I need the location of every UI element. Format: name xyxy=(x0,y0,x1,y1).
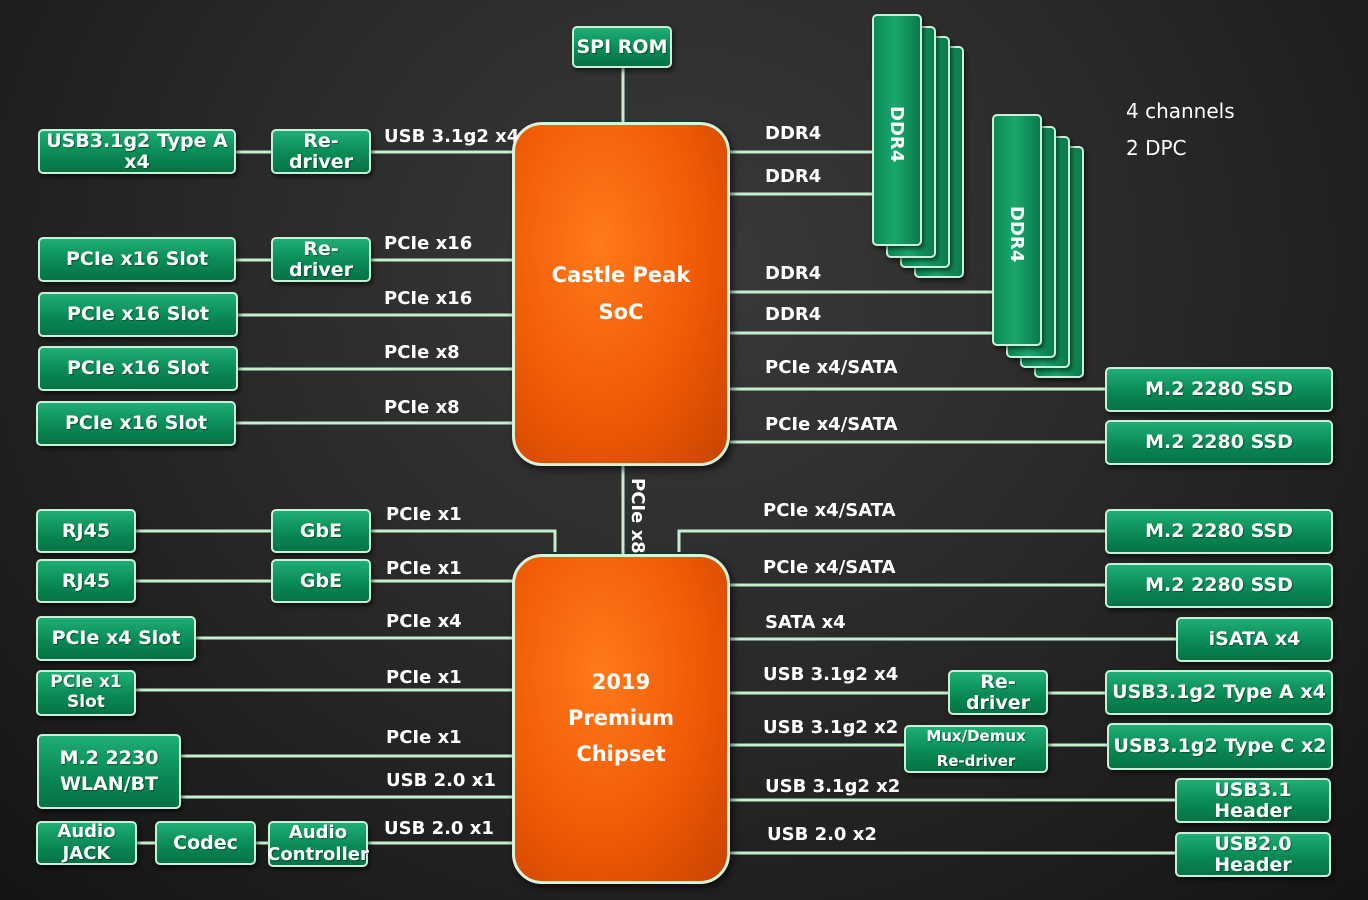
pcie-x16-slot-box: PCIe x16 Slot xyxy=(38,292,238,337)
pcie-x16-slot-box: PCIe x16 Slot xyxy=(36,401,236,446)
castle-peak-soc: Castle Peak SoC xyxy=(512,122,730,466)
usb-type-a-box: USB3.1g2 Type A x4 xyxy=(1105,670,1333,715)
link-label: PCIe x16 xyxy=(384,288,473,309)
ddr-link-label: DDR4 xyxy=(765,304,822,325)
link-label: USB 3.1g2 x4 xyxy=(384,126,520,147)
redriver-box: Re-driver xyxy=(271,129,371,174)
pcie-x16-slot-box: PCIe x16 Slot xyxy=(38,237,236,282)
ddr-link-label: DDR4 xyxy=(765,123,822,144)
m2-ssd-box: M.2 2280 SSD xyxy=(1105,420,1333,465)
isata-box: iSATA x4 xyxy=(1176,617,1333,662)
soc-title-line2: SoC xyxy=(598,300,644,324)
mux-line1: Mux/Demux xyxy=(926,726,1026,745)
audio-controller-line2: Controller xyxy=(267,844,369,865)
usb-type-c-box: USB3.1g2 Type C x2 xyxy=(1107,723,1333,770)
mux-line2: Re-driver xyxy=(936,752,1016,770)
audio-jack-line2: JACK xyxy=(62,843,111,864)
ddr-link-label: DDR4 xyxy=(765,166,822,187)
link-label: PCIe x4/SATA xyxy=(765,414,898,435)
pcie-x4-slot-box: PCIe x4 Slot xyxy=(36,616,196,661)
m2-ssd-box: M.2 2280 SSD xyxy=(1105,563,1333,608)
pcie-x1-slot-line2: Slot xyxy=(67,692,105,712)
audio-controller-line1: Audio xyxy=(288,822,348,844)
ddr-link-label: DDR4 xyxy=(765,263,822,284)
dimm-module xyxy=(872,14,922,246)
wlan-line1: M.2 2230 xyxy=(59,746,159,769)
audio-jack-box: Audio JACK xyxy=(36,821,137,865)
link-label: USB 3.1g2 x2 xyxy=(763,717,899,738)
premium-chipset: 2019 Premium Chipset xyxy=(512,554,730,884)
chipset-title-line3: Chipset xyxy=(576,741,666,766)
dimm-label: DDR4 xyxy=(886,106,907,163)
m2-ssd-box: M.2 2280 SSD xyxy=(1105,367,1333,412)
m2-ssd-box: M.2 2280 SSD xyxy=(1105,509,1333,554)
link-label: PCIe x4 xyxy=(386,611,462,632)
rj45-box: RJ45 xyxy=(36,559,136,603)
pcie-x1-slot-box: PCIe x1 Slot xyxy=(36,670,136,716)
link-label: PCIe x4/SATA xyxy=(763,500,896,521)
link-label: USB 2.0 x1 xyxy=(386,770,496,791)
redriver-box: Re-driver xyxy=(948,670,1048,715)
link-label: USB 3.1g2 x2 xyxy=(765,776,901,797)
pcie-x16-slot-box: PCIe x16 Slot xyxy=(38,346,238,391)
link-label: PCIe x1 xyxy=(386,504,462,525)
usb-type-a-box: USB3.1g2 Type A x4 xyxy=(38,129,236,174)
dimm-label: DDR4 xyxy=(1006,206,1027,263)
mux-demux-redriver-box: Mux/Demux Re-driver xyxy=(904,725,1048,773)
rj45-box: RJ45 xyxy=(36,509,136,553)
link-label: SATA x4 xyxy=(765,612,846,633)
memory-channels-note: 4 channels xyxy=(1126,99,1235,123)
redriver-box: Re-driver xyxy=(271,237,371,282)
link-label: USB 3.1g2 x4 xyxy=(763,664,899,685)
memory-dpc-note: 2 DPC xyxy=(1126,136,1187,160)
soc-chipset-link-label: PCIe x8 xyxy=(627,478,648,554)
usb20-header-box: USB2.0 Header xyxy=(1175,832,1331,877)
link-label: PCIe x1 xyxy=(386,727,462,748)
chipset-title-line1: 2019 xyxy=(591,670,651,695)
codec-box: Codec xyxy=(155,821,256,865)
gbe-box: GbE xyxy=(271,509,371,553)
soc-title-line1: Castle Peak xyxy=(551,263,691,288)
audio-controller-box: Audio Controller xyxy=(267,821,369,867)
link-label: PCIe x4/SATA xyxy=(763,557,896,578)
wlan-line2: WLAN/BT xyxy=(59,772,159,795)
dimm-module xyxy=(992,114,1042,346)
pcie-x1-slot-line1: PCIe x1 xyxy=(50,672,122,693)
link-label: PCIe x4/SATA xyxy=(765,357,898,378)
spi-rom-box: SPI ROM xyxy=(572,26,672,68)
link-label: USB 2.0 x2 xyxy=(767,824,877,845)
link-label: PCIe x8 xyxy=(384,397,460,418)
link-label: PCIe x1 xyxy=(386,558,462,579)
link-label: USB 2.0 x1 xyxy=(384,818,494,839)
link-label: PCIe x1 xyxy=(386,667,462,688)
audio-jack-line1: Audio xyxy=(57,821,116,843)
link-label: PCIe x8 xyxy=(384,342,460,363)
link-label: PCIe x16 xyxy=(384,233,473,254)
m2-wlan-box: M.2 2230 WLAN/BT xyxy=(37,734,181,809)
usb31-header-box: USB3.1 Header xyxy=(1175,778,1331,823)
gbe-box: GbE xyxy=(271,559,371,603)
chipset-title-line2: Premium xyxy=(568,706,674,731)
